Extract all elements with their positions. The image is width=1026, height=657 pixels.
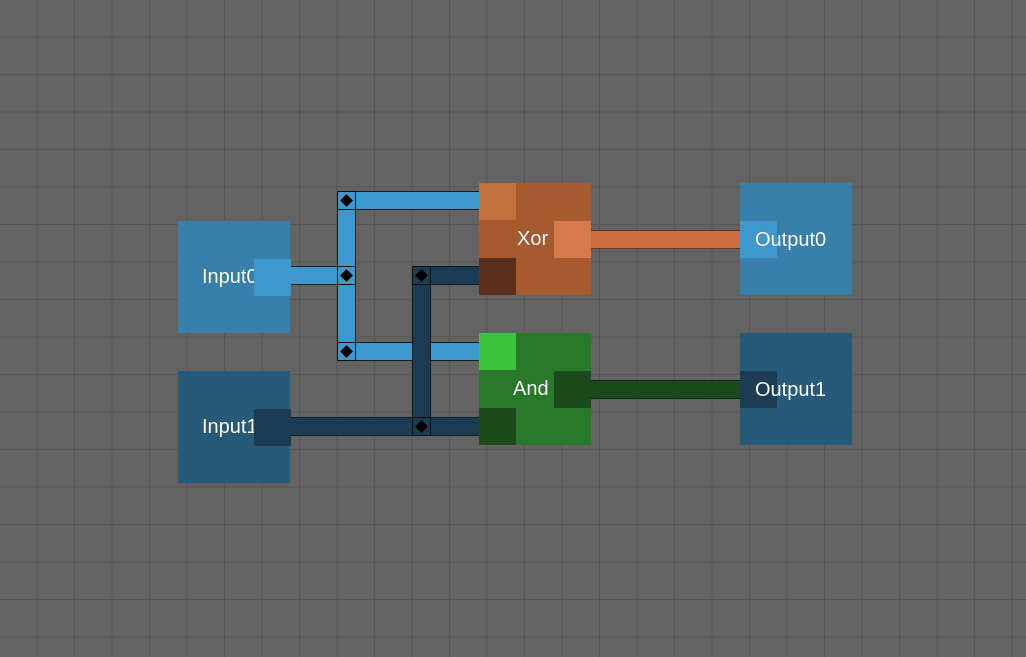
output0-input-pin[interactable] <box>740 221 777 258</box>
wire-and-to-output1[interactable] <box>588 380 746 399</box>
xor-gate-node[interactable]: Xor <box>479 183 591 295</box>
input1-node[interactable]: Input1 <box>178 371 291 483</box>
xor-input-pin-b[interactable] <box>479 258 516 295</box>
wire-input1-to-and[interactable] <box>290 417 483 436</box>
and-input-pin-b[interactable] <box>479 408 516 445</box>
input1-output-pin[interactable] <box>254 409 291 446</box>
xor-input-pin-a[interactable] <box>479 183 516 220</box>
input1-label: Input1 <box>202 416 258 438</box>
input0-node[interactable]: Input0 <box>178 221 291 333</box>
and-label: And <box>513 378 549 400</box>
input0-label: Input0 <box>202 266 258 288</box>
xor-label: Xor <box>517 228 549 250</box>
junction-input1-bottom[interactable] <box>412 417 431 436</box>
junction-input0-middle[interactable] <box>337 266 356 285</box>
input0-output-pin[interactable] <box>254 259 291 296</box>
junction-input1-top[interactable] <box>412 266 431 285</box>
junction-input0-top[interactable] <box>337 191 356 210</box>
wire-xor-to-output0[interactable] <box>588 230 746 249</box>
wire-input1-vertical-trunk[interactable] <box>412 266 431 436</box>
junction-input0-bottom[interactable] <box>337 342 356 361</box>
and-gate-node[interactable]: And <box>479 333 591 445</box>
output1-node[interactable]: Output1 <box>740 333 852 445</box>
and-output-pin[interactable] <box>554 371 591 408</box>
output0-node[interactable]: Output0 <box>740 183 852 295</box>
wire-input0-to-and[interactable] <box>337 342 483 361</box>
xor-output-pin[interactable] <box>554 221 591 258</box>
wire-input0-to-xor[interactable] <box>337 191 483 210</box>
output1-input-pin[interactable] <box>740 371 777 408</box>
and-input-pin-a[interactable] <box>479 333 516 370</box>
